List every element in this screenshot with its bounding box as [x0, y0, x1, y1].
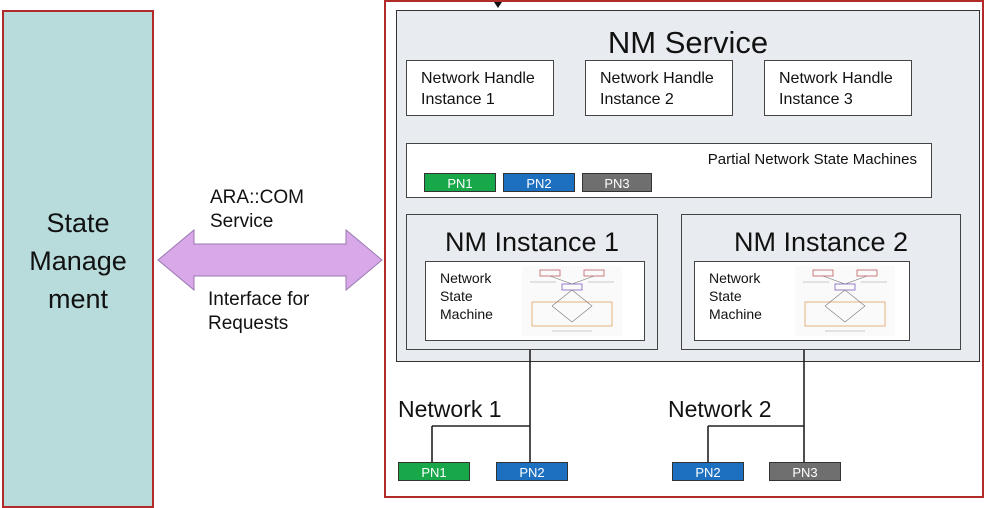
- nm-instance-1: NM Instance 1 Network State Machine: [406, 214, 658, 350]
- network-2-label: Network 2: [668, 396, 772, 422]
- network-state-machine-label: Network State Machine: [709, 270, 762, 322]
- top-arrow-marker: [494, 2, 502, 8]
- state-machine-diagram-thumbnail: [795, 266, 895, 336]
- state-management-title: State Manage ment: [29, 208, 127, 314]
- ara-com-service-label: ARA::COM Service: [210, 187, 304, 232]
- partial-network-state-machines: Partial Network State Machines PN1 PN2 P…: [406, 143, 932, 198]
- nm-service-title: NM Service: [607, 25, 769, 60]
- pn2-tag: PN2: [503, 173, 575, 192]
- nm-instance-1-title: NM Instance 1: [444, 227, 620, 257]
- partial-network-state-machines-label: Partial Network State Machines: [707, 151, 917, 168]
- network-handle-label: Network Handle Instance 1: [421, 70, 535, 108]
- interface-double-arrow: [157, 228, 383, 292]
- network-handle-instance-2: Network Handle Instance 2: [585, 60, 733, 116]
- interface-for-requests-label: Interface for Requests: [208, 289, 310, 334]
- network-handle-label: Network Handle Instance 3: [779, 70, 893, 108]
- network-state-machine-2: Network State Machine: [694, 261, 910, 341]
- network-state-machine-label: Network State Machine: [440, 270, 493, 322]
- nm-instance-2-title: NM Instance 2: [733, 227, 909, 257]
- network-1-pn2-tag: PN2: [496, 462, 568, 481]
- network-handle-instance-1: Network Handle Instance 1: [406, 60, 554, 116]
- network-1-label: Network 1: [398, 396, 502, 422]
- network-1-pn1-tag: PN1: [398, 462, 470, 481]
- pn3-tag: PN3: [582, 173, 652, 192]
- network-1-wiring: [431, 350, 531, 462]
- network-handle-instance-3: Network Handle Instance 3: [764, 60, 912, 116]
- network-2-wiring: [707, 350, 805, 462]
- network-handle-label: Network Handle Instance 2: [600, 70, 714, 108]
- network-2-pn3-tag: PN3: [769, 462, 841, 481]
- nm-instance-2: NM Instance 2 Network State Machine: [681, 214, 961, 350]
- pn1-tag: PN1: [424, 173, 496, 192]
- state-machine-diagram-thumbnail: [522, 266, 622, 336]
- state-management-panel: State Manage ment: [2, 10, 154, 508]
- network-2-pn2-tag: PN2: [672, 462, 744, 481]
- network-state-machine-1: Network State Machine: [425, 261, 645, 341]
